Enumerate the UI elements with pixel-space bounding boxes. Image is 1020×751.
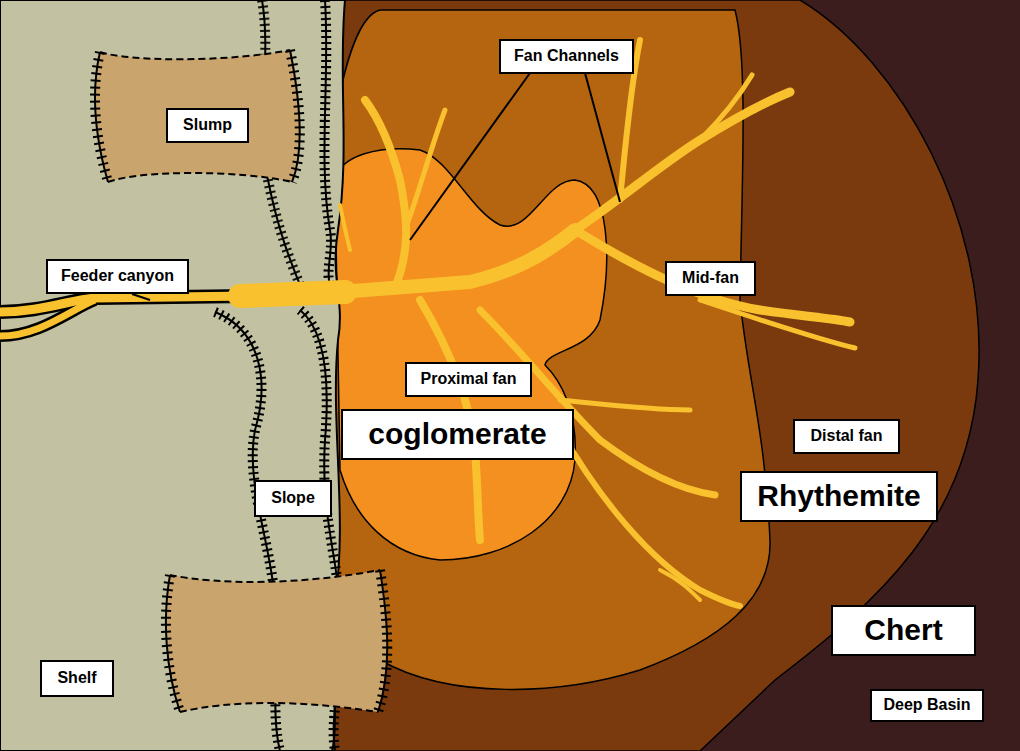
slump-label: Slump xyxy=(166,108,249,143)
label-text: Distal fan xyxy=(809,427,884,445)
label-text: Deep Basin xyxy=(882,696,972,714)
label-text: Proximal fan xyxy=(419,370,518,388)
label-text: Feeder canyon xyxy=(60,267,175,285)
leader-lines xyxy=(132,73,620,300)
distal-fan-region xyxy=(330,0,979,751)
zone-label: Mid-fan xyxy=(665,261,756,296)
zone-label: Distal fan xyxy=(793,419,900,454)
proximal-fan-region xyxy=(335,149,607,560)
label-text: coglomerate xyxy=(367,417,548,452)
label-text: Slump xyxy=(182,116,233,134)
label-text: Chert xyxy=(863,613,944,648)
channel-label: Fan Channels xyxy=(499,39,634,74)
zone-label: Proximal fan xyxy=(405,362,532,397)
label-text: Mid-fan xyxy=(681,269,740,287)
feeder-canyon xyxy=(0,296,250,336)
label-text: Rhythemite xyxy=(756,479,922,514)
slump-blocks xyxy=(95,50,387,712)
zone-label: Slope xyxy=(254,480,332,517)
label-text: Shelf xyxy=(56,669,98,687)
mid-fan-region xyxy=(335,10,770,689)
lithology-label: Chert xyxy=(831,605,976,656)
lithology-label: Rhythemite xyxy=(740,471,938,522)
canyon-label: Feeder canyon xyxy=(46,259,189,294)
zone-label: Shelf xyxy=(40,660,114,697)
zone-label: Deep Basin xyxy=(870,689,984,722)
lithology-label: coglomerate xyxy=(341,409,574,460)
label-text: Fan Channels xyxy=(513,47,620,65)
label-text: Slope xyxy=(270,489,316,507)
